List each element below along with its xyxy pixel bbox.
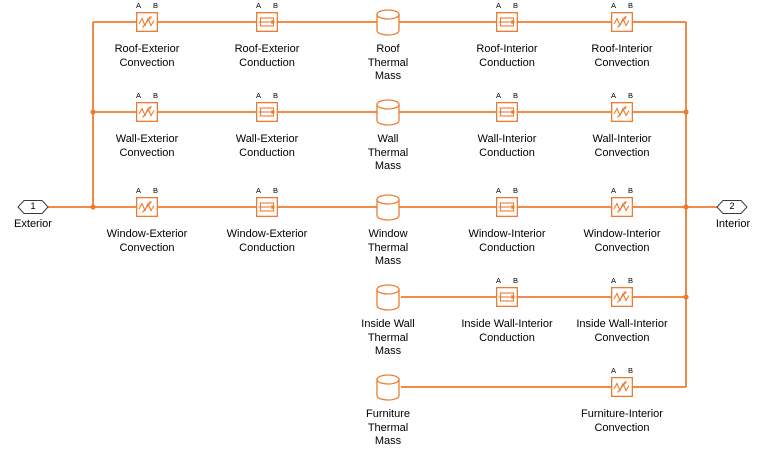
conduction-icon <box>496 12 518 32</box>
pin-b-label: B <box>272 1 278 10</box>
inside-wall-interior-conduction-label: Inside Wall-Interior Conduction <box>461 318 553 344</box>
pin-b-label: B <box>627 186 633 195</box>
roof-thermal-mass-label: Roof Thermal Mass <box>367 43 409 82</box>
conduction-icon <box>256 12 278 32</box>
exterior-port-block[interactable]: 1 <box>17 199 49 215</box>
inside-wall-interior-convection-label: Inside Wall-Interior Convection <box>576 318 668 344</box>
pin-a-label: A <box>611 91 617 100</box>
wall-exterior-conduction-block[interactable]: A B <box>256 92 278 122</box>
pin-a-label: A <box>611 186 617 195</box>
window-interior-convection-block[interactable]: A B <box>611 187 633 217</box>
pin-b-label: B <box>627 276 633 285</box>
window-exterior-convection-block[interactable]: A B <box>136 187 158 217</box>
thermal-mass-icon <box>376 194 400 221</box>
pin-a-label: A <box>496 91 502 100</box>
roof-exterior-conduction-label: Roof-Exterior Conduction <box>234 43 300 69</box>
thermal-mass-icon <box>376 374 400 401</box>
wall-exterior-conduction-label: Wall-Exterior Conduction <box>235 133 299 159</box>
roof-thermal-mass-block[interactable] <box>375 7 401 37</box>
pin-b-label: B <box>627 366 633 375</box>
conduction-icon <box>496 287 518 307</box>
inside-wall-thermal-mass-block[interactable] <box>375 282 401 312</box>
pin-b-label: B <box>512 276 518 285</box>
roof-interior-convection-label: Roof-Interior Convection <box>591 43 653 69</box>
roof-interior-conduction-label: Roof-Interior Conduction <box>476 43 538 69</box>
roof-exterior-convection-block[interactable]: A B <box>136 2 158 32</box>
wall-exterior-convection-block[interactable]: A B <box>136 92 158 122</box>
pin-a-label: A <box>256 186 262 195</box>
pin-b-label: B <box>512 91 518 100</box>
convection-icon <box>611 197 633 217</box>
pin-a-label: A <box>611 1 617 10</box>
furniture-interior-convection-label: Furniture-Interior Convection <box>581 408 663 434</box>
roof-interior-conduction-block[interactable]: A B <box>496 2 518 32</box>
pin-b-label: B <box>152 91 158 100</box>
wall-thermal-mass-block[interactable] <box>375 97 401 127</box>
inside-wall-thermal-mass-label: Inside Wall Thermal Mass <box>361 318 415 357</box>
pin-b-label: B <box>272 91 278 100</box>
pin-a-label: A <box>136 186 142 195</box>
interior-port-number: 2 <box>729 201 735 211</box>
thermal-mass-icon <box>376 9 400 36</box>
pin-b-label: B <box>512 186 518 195</box>
pin-b-label: B <box>627 91 633 100</box>
thermal-mass-icon <box>376 284 400 311</box>
inside-wall-interior-conduction-block[interactable]: A B <box>496 277 518 307</box>
furniture-thermal-mass-block[interactable] <box>375 372 401 402</box>
interior-port-label: Interior <box>715 218 751 230</box>
pin-b-label: B <box>152 186 158 195</box>
window-thermal-mass-label: Window Thermal Mass <box>367 228 409 267</box>
pin-a-label: A <box>496 186 502 195</box>
convection-icon <box>136 197 158 217</box>
pin-b-label: B <box>512 1 518 10</box>
conduction-icon <box>496 102 518 122</box>
conduction-icon <box>256 102 278 122</box>
pin-a-label: A <box>611 276 617 285</box>
pin-a-label: A <box>496 1 502 10</box>
wall-exterior-convection-label: Wall-Exterior Convection <box>115 133 179 159</box>
convection-icon <box>136 12 158 32</box>
convection-icon <box>611 377 633 397</box>
convection-icon <box>136 102 158 122</box>
window-interior-convection-label: Window-Interior Convection <box>583 228 661 254</box>
roof-interior-convection-block[interactable]: A B <box>611 2 633 32</box>
wall-interior-convection-label: Wall-Interior Convection <box>592 133 652 159</box>
exterior-port-label: Exterior <box>14 218 52 230</box>
pin-a-label: A <box>136 1 142 10</box>
conduction-icon <box>256 197 278 217</box>
window-exterior-convection-label: Window-Exterior Convection <box>106 228 188 254</box>
window-exterior-conduction-block[interactable]: A B <box>256 187 278 217</box>
convection-icon <box>611 102 633 122</box>
wall-thermal-mass-label: Wall Thermal Mass <box>367 133 409 172</box>
thermal-mass-icon <box>376 99 400 126</box>
pin-a-label: A <box>611 366 617 375</box>
window-interior-conduction-label: Window-Interior Conduction <box>468 228 546 254</box>
pin-a-label: A <box>496 276 502 285</box>
pin-b-label: B <box>272 186 278 195</box>
wall-interior-convection-block[interactable]: A B <box>611 92 633 122</box>
interior-port-block[interactable]: 2 <box>716 199 748 215</box>
roof-exterior-conduction-block[interactable]: A B <box>256 2 278 32</box>
pin-a-label: A <box>256 1 262 10</box>
inside-wall-interior-convection-block[interactable]: A B <box>611 277 633 307</box>
pin-a-label: A <box>256 91 262 100</box>
roof-exterior-convection-label: Roof-Exterior Convection <box>114 43 180 69</box>
wall-interior-conduction-label: Wall-Interior Conduction <box>477 133 537 159</box>
furniture-thermal-mass-label: Furniture Thermal Mass <box>365 408 411 447</box>
furniture-interior-convection-block[interactable]: A B <box>611 367 633 397</box>
convection-icon <box>611 287 633 307</box>
pin-a-label: A <box>136 91 142 100</box>
exterior-port-number: 1 <box>30 201 36 211</box>
pin-b-label: B <box>152 1 158 10</box>
wall-interior-conduction-block[interactable]: A B <box>496 92 518 122</box>
window-exterior-conduction-label: Window-Exterior Conduction <box>226 228 308 254</box>
conduction-icon <box>496 197 518 217</box>
convection-icon <box>611 12 633 32</box>
window-thermal-mass-block[interactable] <box>375 192 401 222</box>
pin-b-label: B <box>627 1 633 10</box>
window-interior-conduction-block[interactable]: A B <box>496 187 518 217</box>
